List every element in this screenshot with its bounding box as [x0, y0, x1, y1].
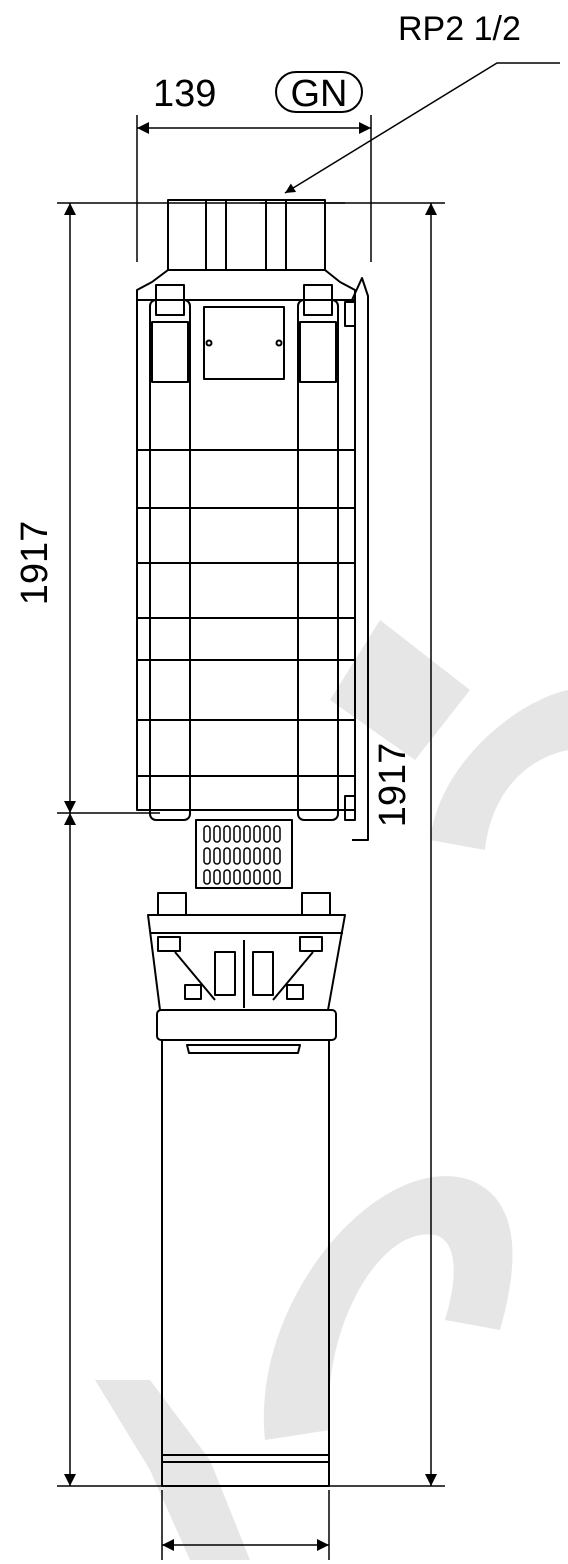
- pump-body: [136, 199, 369, 1487]
- connection-label: RP2 1/2: [398, 10, 521, 48]
- dimension-lines: [57, 62, 560, 1560]
- width-code-badge: [275, 71, 363, 113]
- pump-length-label: 1917: [14, 521, 56, 606]
- total-length-label: 1917: [372, 743, 414, 828]
- width-code-label: GN: [291, 73, 348, 115]
- watermark: [95, 620, 568, 1560]
- width-dimension-label: 139: [153, 73, 216, 115]
